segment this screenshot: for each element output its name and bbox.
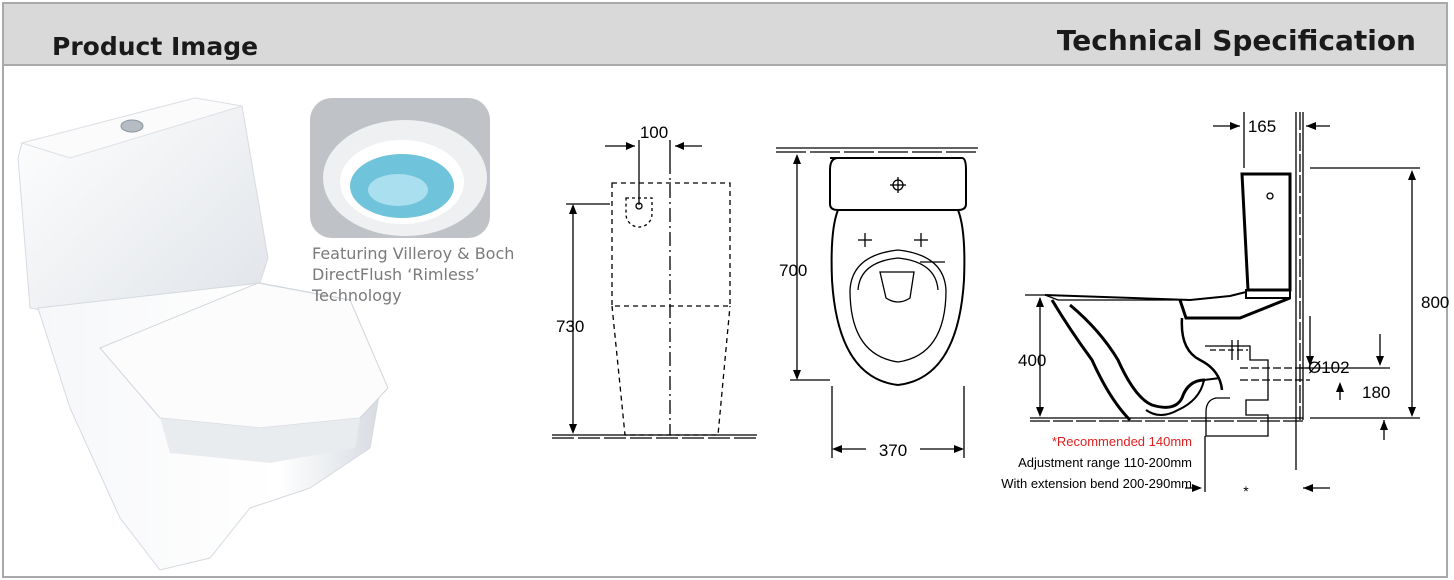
top-width-label: 370 bbox=[879, 441, 907, 460]
rimless-caption: Featuring Villeroy & Boch DirectFlush ‘R… bbox=[312, 243, 552, 306]
side-seat-label: 400 bbox=[1018, 351, 1046, 370]
side-top-label: 165 bbox=[1248, 117, 1276, 136]
product-photo bbox=[17, 97, 389, 571]
side-asterisk: * bbox=[1243, 483, 1249, 499]
header-bar: Product Image Technical Specification bbox=[4, 4, 1446, 66]
caption-line-2: DirectFlush ‘Rimless’ bbox=[312, 265, 480, 284]
caption-line-3: Technology bbox=[312, 286, 402, 305]
top-depth-label: 700 bbox=[779, 261, 807, 280]
product-image-heading: Product Image bbox=[52, 32, 259, 61]
adjustment-note: Adjustment range 110-200mm bbox=[1018, 455, 1192, 470]
side-outlet-label: 180 bbox=[1362, 383, 1390, 402]
recommended-note: *Recommended 140mm bbox=[1052, 434, 1192, 449]
rimless-detail-photo bbox=[310, 98, 490, 238]
front-width-label: 100 bbox=[640, 123, 668, 142]
side-pipe-label: Ø102 bbox=[1308, 358, 1350, 377]
caption-line-1: Featuring Villeroy & Boch bbox=[312, 244, 515, 263]
extension-note: With extension bend 200-290mm bbox=[1001, 476, 1192, 491]
side-height-label: 800 bbox=[1421, 293, 1449, 312]
technical-specification-heading: Technical Specification bbox=[1056, 24, 1416, 57]
front-height-label: 730 bbox=[556, 317, 584, 336]
